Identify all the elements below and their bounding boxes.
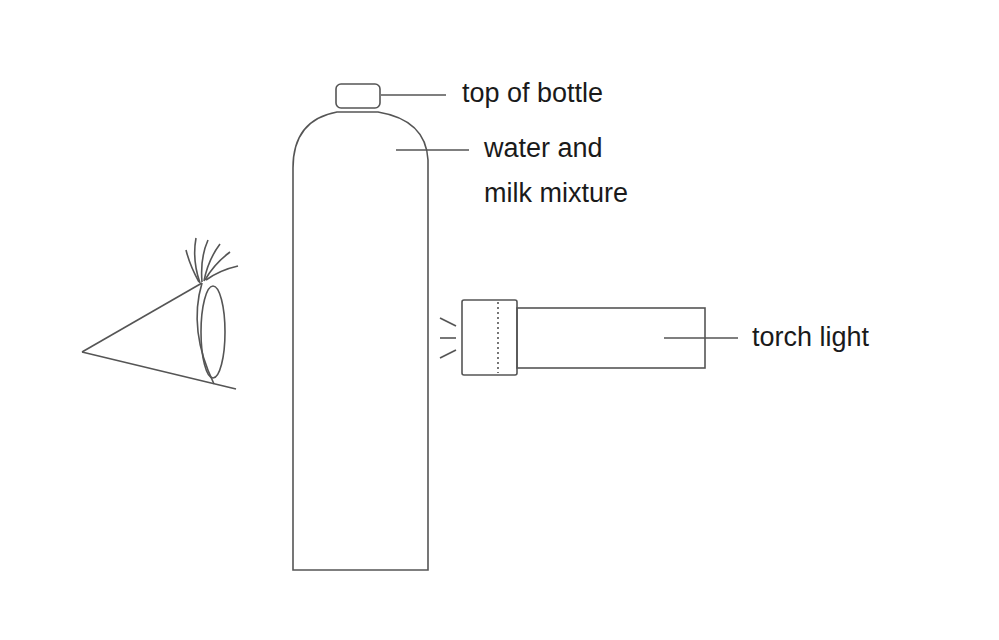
leader-line (381, 94, 446, 96)
light-ray (440, 318, 456, 326)
torch-body (517, 308, 705, 368)
eye-outline (82, 283, 202, 352)
eyelash (205, 252, 230, 280)
eyelash (206, 266, 238, 280)
eye-lens (201, 286, 225, 378)
eyelash (186, 250, 199, 282)
part-label: water and milk mixture (484, 126, 642, 216)
leader-line (664, 337, 738, 339)
part-label: top of bottle (462, 71, 603, 116)
bottle-cap (336, 84, 380, 108)
bottle (293, 112, 428, 570)
torch-rim (497, 302, 499, 373)
light-ray (440, 337, 456, 339)
torch-head (462, 300, 517, 375)
leader-line (396, 149, 469, 151)
part-label: torch light (752, 315, 869, 360)
light-ray (440, 350, 456, 358)
